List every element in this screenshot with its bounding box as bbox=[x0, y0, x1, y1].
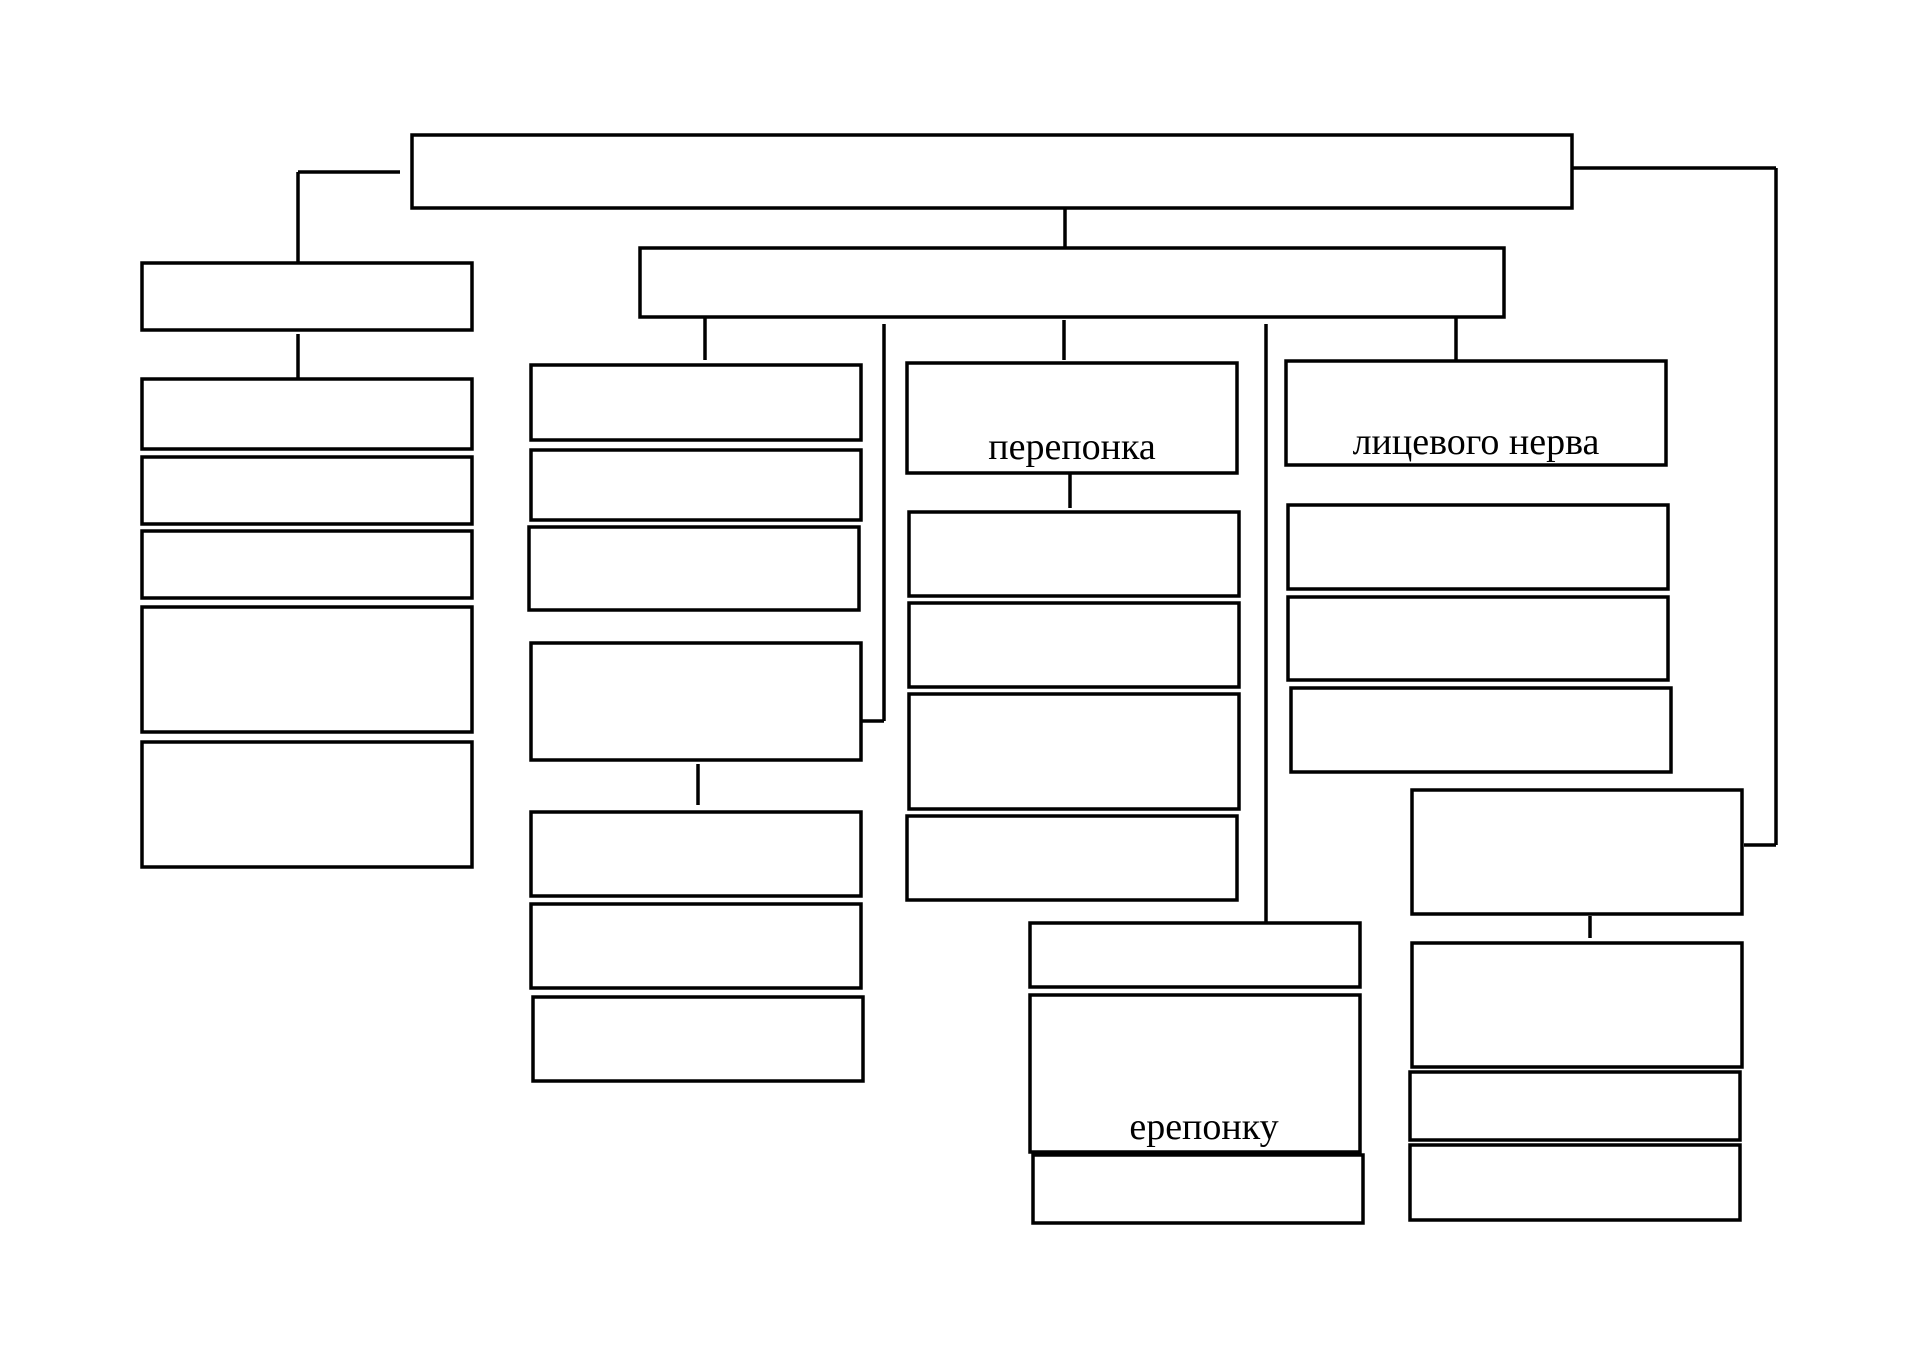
col3b-box-1 bbox=[1028, 921, 1362, 989]
col2-box-3 bbox=[527, 525, 861, 612]
col3b-box-3 bbox=[1031, 1153, 1365, 1225]
col2-box-4 bbox=[529, 641, 863, 762]
labels: перепонка лицевого нерва ерепонку bbox=[988, 421, 1599, 1148]
col2-box-2 bbox=[529, 448, 863, 522]
col2-box-7 bbox=[531, 995, 865, 1083]
middle-header-box bbox=[638, 246, 1506, 319]
col2-box-5 bbox=[529, 810, 863, 898]
col4-header-box bbox=[1284, 359, 1668, 467]
left-box-4 bbox=[140, 605, 474, 734]
col4-box-2 bbox=[1286, 595, 1670, 682]
left-header-box bbox=[140, 261, 474, 332]
col4-box-3 bbox=[1289, 686, 1673, 774]
left-box-1 bbox=[140, 377, 474, 451]
col3-box-3 bbox=[907, 692, 1241, 811]
facial-nerve-label: лицевого нерва bbox=[1353, 421, 1600, 463]
col3-box-1 bbox=[907, 510, 1241, 598]
col5-box-3 bbox=[1408, 1070, 1742, 1142]
col3-box-4 bbox=[905, 814, 1239, 902]
connectors bbox=[296, 166, 1778, 938]
col5-box-4 bbox=[1408, 1143, 1742, 1222]
col5-box-2 bbox=[1410, 941, 1744, 1069]
left-box-5 bbox=[140, 740, 474, 869]
membrane-acc-label: ерепонку bbox=[1129, 1106, 1278, 1148]
col3b-box-2 bbox=[1028, 993, 1362, 1154]
left-box-3 bbox=[140, 529, 474, 600]
col5-box-1 bbox=[1410, 788, 1744, 916]
col3-header-box bbox=[905, 361, 1239, 475]
col3-box-2 bbox=[907, 601, 1241, 689]
col2-box-6 bbox=[529, 902, 863, 990]
boxes bbox=[140, 133, 1744, 1225]
col4-box-1 bbox=[1286, 503, 1670, 591]
col2-box-1 bbox=[529, 363, 863, 442]
left-box-2 bbox=[140, 455, 474, 526]
membrane-label: перепонка bbox=[988, 426, 1156, 468]
root-box bbox=[410, 133, 1574, 210]
